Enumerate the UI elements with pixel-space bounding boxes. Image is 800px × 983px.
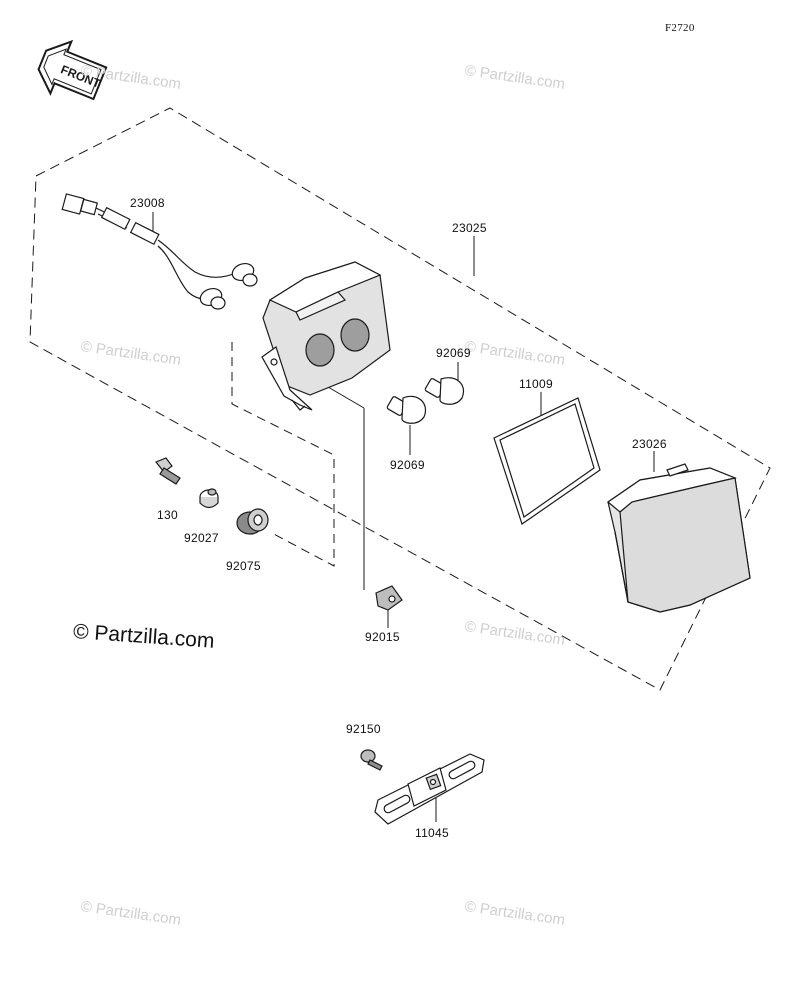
part-label-screw[interactable]: 92150 bbox=[346, 722, 381, 736]
harness-part bbox=[61, 193, 258, 310]
part-label-bulb-upper[interactable]: 92069 bbox=[436, 346, 471, 360]
collar-part bbox=[199, 488, 219, 509]
lens-part bbox=[607, 463, 751, 613]
bolt-part bbox=[155, 457, 181, 485]
bulb-lower-part bbox=[386, 395, 426, 424]
grommet-part bbox=[236, 508, 269, 535]
bulb-upper-part bbox=[424, 377, 464, 405]
part-label-bulb-lower[interactable]: 92069 bbox=[390, 458, 425, 472]
assembly-boundary bbox=[29, 107, 771, 691]
part-label-collar[interactable]: 92027 bbox=[184, 531, 219, 545]
screw-part bbox=[360, 749, 383, 771]
front-arrow: FRONT bbox=[37, 39, 108, 101]
lamp-housing-part bbox=[261, 261, 391, 411]
gasket-part bbox=[493, 397, 601, 525]
part-label-nut[interactable]: 92015 bbox=[365, 630, 400, 644]
bracket-part bbox=[374, 753, 485, 825]
part-label-grommet[interactable]: 92075 bbox=[226, 559, 261, 573]
nut-part bbox=[375, 585, 403, 611]
figure-code: F2720 bbox=[665, 22, 695, 34]
part-label-lamp-housing[interactable]: 23025 bbox=[452, 221, 487, 235]
part-label-lens[interactable]: 23026 bbox=[632, 437, 667, 451]
part-label-gasket[interactable]: 11009 bbox=[519, 377, 553, 391]
part-label-bracket[interactable]: 11045 bbox=[415, 826, 449, 840]
part-label-harness[interactable]: 23008 bbox=[130, 196, 165, 210]
part-label-bolt[interactable]: 130 bbox=[157, 508, 178, 522]
leader-92015-ref bbox=[327, 386, 365, 409]
